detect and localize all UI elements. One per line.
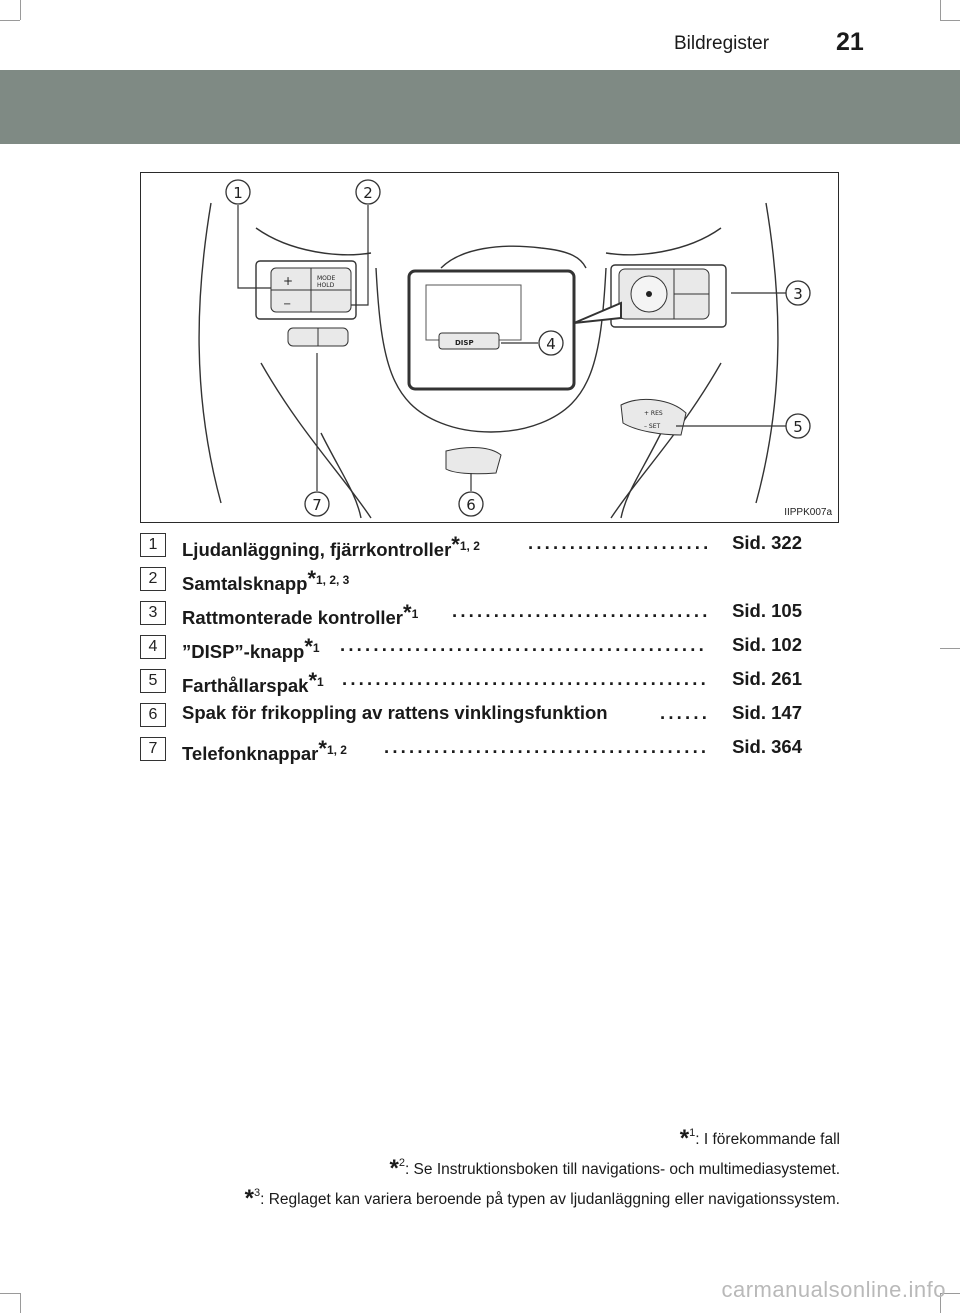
header-band <box>0 70 960 144</box>
disp-button-label: DISP <box>455 339 474 347</box>
item-number: 6 <box>140 703 166 727</box>
page-ref: Sid. 105 <box>732 600 802 621</box>
list-item: 4 ”DISP”-knapp*1 .......................… <box>140 631 840 662</box>
crop-mark <box>0 20 20 21</box>
item-number: 7 <box>140 737 166 761</box>
item-label: ”DISP”-knapp*1 <box>182 634 320 662</box>
leader-dots: .......... <box>660 702 708 723</box>
item-label: Telefonknappar*1, 2 <box>182 736 347 764</box>
mode-button-label: MODE <box>317 275 336 282</box>
set-label: – SET <box>644 423 661 430</box>
leader-dots: ........................................… <box>452 600 708 621</box>
leader-dots: ........................................… <box>384 736 708 757</box>
callout-6: 6 <box>466 496 476 514</box>
item-label: Samtalsknapp*1, 2, 3 <box>182 566 350 594</box>
crop-mark <box>940 1293 941 1313</box>
crop-mark <box>940 0 941 20</box>
page-ref: Sid. 102 <box>732 634 802 655</box>
callout-5: 5 <box>793 418 803 436</box>
svg-text:+: + <box>283 274 293 288</box>
callout-1: 1 <box>233 184 243 202</box>
item-number: 3 <box>140 601 166 625</box>
crop-mark <box>940 20 960 21</box>
footnote-1: *1: I förekommande fall <box>679 1125 840 1152</box>
crop-mark <box>940 1293 960 1294</box>
crop-mark <box>20 1293 21 1313</box>
watermark: carmanualsonline.info <box>721 1277 946 1302</box>
list-item: 2 Samtalsknapp*1, 2, 3 <box>140 563 840 594</box>
leader-dots: ........................................… <box>340 634 708 655</box>
item-label: Ljudanläggning, fjärrkontroller*1, 2 <box>182 532 480 560</box>
crop-mark <box>940 648 960 649</box>
callout-7: 7 <box>312 496 322 514</box>
list-item: 3 Rattmonterade kontroller*1 ...........… <box>140 597 840 628</box>
item-label: Rattmonterade kontroller*1 <box>182 600 419 628</box>
header-title: Bildregister <box>674 33 770 54</box>
callout-2: 2 <box>363 184 373 202</box>
page-ref: Sid. 322 <box>732 532 802 553</box>
svg-text:−: − <box>283 299 291 310</box>
list-item: 1 Ljudanläggning, fjärrkontroller*1, 2 .… <box>140 529 840 560</box>
figure-code: IIPPK007a <box>784 507 832 518</box>
page-ref: Sid. 147 <box>732 702 802 723</box>
crop-mark <box>0 1293 20 1294</box>
hold-button-label: HOLD <box>317 282 335 289</box>
footnote-2: *2: Se Instruktionsboken till navigation… <box>389 1155 840 1182</box>
footnote-3: *3: Reglaget kan variera beroende på typ… <box>244 1185 840 1212</box>
leader-dots: ................................. <box>528 532 708 553</box>
item-number: 5 <box>140 669 166 693</box>
steering-wheel-illustration: + − MODE HOLD DISP + RES – SET <box>198 179 811 519</box>
item-number: 4 <box>140 635 166 659</box>
item-label: Spak för frikoppling av rattens vinkling… <box>182 702 608 723</box>
page-number: 21 <box>836 28 864 56</box>
list-item: 5 Farthållarspak*1 .....................… <box>140 665 840 696</box>
footnotes: *1: I förekommande fall *2: Se Instrukti… <box>244 1118 840 1212</box>
leader-dots: ........................................… <box>342 668 708 689</box>
list-item: 6 Spak för frikoppling av rattens vinkli… <box>140 699 840 729</box>
page-ref: Sid. 261 <box>732 668 802 689</box>
callout-3: 3 <box>793 285 803 303</box>
res-label: + RES <box>644 410 663 417</box>
item-number: 2 <box>140 567 166 591</box>
crop-mark <box>20 0 21 20</box>
page-ref: Sid. 364 <box>732 736 802 757</box>
item-label: Farthållarspak*1 <box>182 668 324 696</box>
item-number: 1 <box>140 533 166 557</box>
list-item: 7 Telefonknappar*1, 2 ..................… <box>140 733 840 764</box>
steering-wheel-figure: + − MODE HOLD DISP + RES – SET <box>140 172 839 523</box>
callout-4: 4 <box>546 335 556 353</box>
